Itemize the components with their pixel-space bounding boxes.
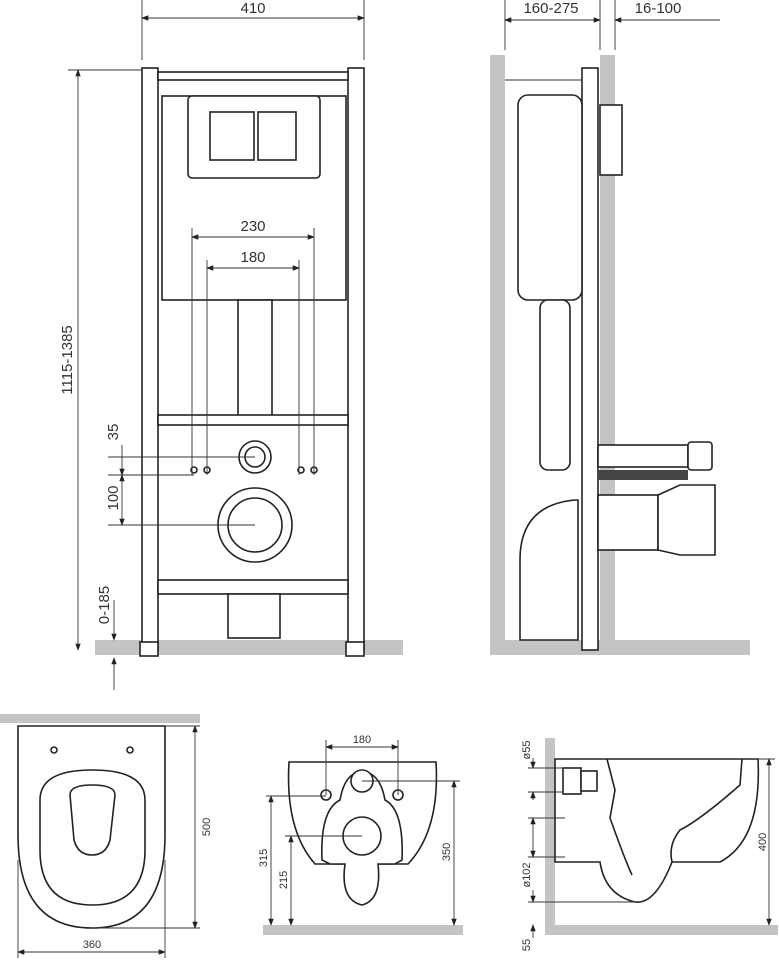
inlet-connector: [597, 444, 689, 468]
height-label: 1115-1385: [59, 325, 76, 395]
flush-button-large: [209, 111, 255, 161]
flush-pipe: [539, 299, 571, 471]
length-label: 500: [201, 818, 213, 836]
drain-bend: [519, 499, 579, 641]
outlet-label: ø102: [521, 862, 533, 887]
cistern: [517, 94, 583, 301]
floor: [490, 640, 750, 655]
height-label: 400: [757, 833, 769, 851]
wall: [545, 738, 555, 933]
flush-pipe: [237, 299, 273, 419]
floor: [545, 925, 778, 935]
inlet-label: ø55: [521, 741, 533, 760]
depth-label: 160-275: [523, 0, 578, 17]
height-350-label: 350: [441, 843, 453, 861]
stud-hole: [190, 466, 198, 474]
frame-profile: [581, 67, 599, 651]
bottom-rail: [157, 579, 349, 595]
drain-pipe: [227, 593, 281, 639]
spacing-230-label: 230: [240, 218, 265, 235]
spacing-180-label: 180: [240, 249, 265, 266]
wall: [0, 714, 200, 723]
bowl-profile: [554, 758, 760, 903]
flush-plate: [599, 104, 623, 176]
top-rail: [157, 71, 349, 81]
height-215-label: 215: [278, 871, 290, 889]
front-view: 410 230 180 1115-1385 35 100 0-185: [59, 0, 403, 690]
threaded-rod: [598, 470, 688, 480]
width-410-label: 410: [240, 0, 265, 17]
lid-opening: [69, 784, 116, 856]
bottom-label: 55: [521, 939, 533, 951]
right-post: [347, 67, 365, 651]
side-view: 160-275 16-100: [490, 0, 750, 655]
dim-100-label: 100: [105, 485, 122, 510]
dim-35-label: 35: [105, 424, 122, 441]
width-label: 360: [83, 939, 101, 951]
mid-rail: [157, 414, 349, 426]
bowl-side-view: ø55 ø102 55 400: [521, 738, 778, 951]
flush-button-small: [257, 111, 297, 161]
bowl-rear-view: 180 315 215 350: [258, 734, 463, 935]
wall: [490, 55, 505, 655]
right-foot: [345, 641, 365, 657]
left-foot: [139, 641, 159, 657]
floor: [263, 925, 463, 935]
seat-top-view: 500 360: [0, 714, 213, 958]
foot-label: 0-185: [96, 586, 113, 624]
spacing-label: 180: [353, 734, 371, 746]
left-post: [141, 67, 159, 651]
finish-wall: [600, 55, 615, 640]
inlet-spigot: [580, 770, 598, 792]
height-315-label: 315: [258, 849, 270, 867]
drain-connector: [597, 494, 659, 551]
wall-label: 16-100: [635, 0, 682, 17]
floor: [95, 640, 403, 655]
